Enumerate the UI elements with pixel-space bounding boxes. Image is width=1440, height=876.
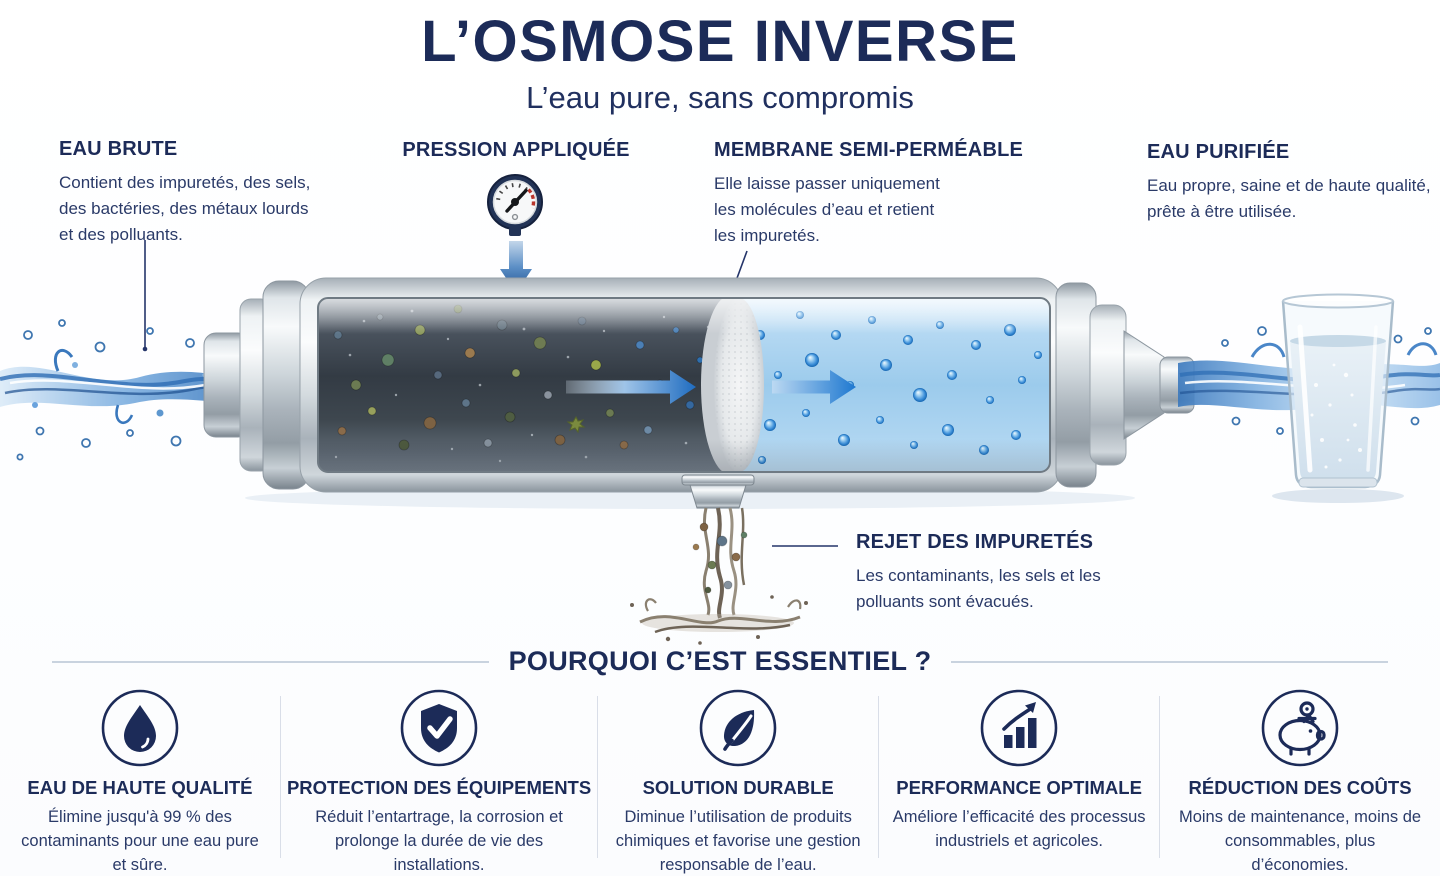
filter-illustration [0, 240, 1440, 645]
speckles [334, 309, 710, 463]
page-title: L’OSMOSE INVERSE [421, 9, 1019, 74]
callout-pression-title: PRESSION APPLIQUÉE [402, 139, 630, 161]
flow-arrow-clean [772, 370, 856, 404]
why-section-header: POURQUOI C’EST ESSENTIEL ? [0, 646, 1440, 677]
benefit-desc: Diminue l’utilisation de produits chimiq… [615, 808, 861, 874]
callout-membrane: MEMBRANE SEMI-PERMÉABLE Elle laisse pass… [714, 139, 1024, 248]
growth-chart-icon [980, 689, 1058, 767]
callout-eau-brute-title: EAU BRUTE [59, 138, 178, 160]
benefits-row: EAU DE HAUTE QUALITÉ Élimine jusqu'à 99 … [0, 684, 1440, 876]
benefit-title: SOLUTION DURABLE [642, 777, 834, 798]
benefit-divider [878, 696, 880, 858]
raw-water-splash [0, 319, 253, 461]
callout-eau-brute-desc: Contient des impuretés, des sels, des ba… [59, 173, 311, 244]
callout-eau-purifiee: EAU PURIFIÉE Eau propre, saine et de hau… [1147, 141, 1440, 225]
benefit-title: EAU DE HAUTE QUALITÉ [27, 777, 253, 798]
callout-pression: PRESSION APPLIQUÉE [398, 139, 634, 162]
leaf-icon [699, 689, 777, 767]
header: L’OSMOSE INVERSE L’eau pure, sans compro… [0, 8, 1440, 116]
why-heading: POURQUOI C’EST ESSENTIEL ? [508, 646, 932, 676]
dirty-chamber [318, 298, 742, 472]
microbe-particle [566, 415, 586, 434]
callout-rejet-title: REJET DES IMPURETÉS [856, 531, 1094, 553]
inlet-stub [203, 332, 251, 438]
waste-water-stream [630, 507, 808, 645]
outlet-stub [1159, 356, 1195, 414]
benefit-divider [279, 696, 281, 858]
callout-rejet-desc: Les contaminants, les sels et les pollua… [856, 566, 1101, 611]
clean-chamber [742, 298, 1050, 472]
benefit-reduction-couts: RÉDUCTION DES COÛTS Moins de maintenance… [1160, 684, 1440, 876]
right-cap-cone [1123, 330, 1165, 440]
drain-spout [681, 474, 755, 509]
benefit-protection-equipements: PROTECTION DES ÉQUIPEMENTS Réduit l’enta… [281, 684, 597, 876]
callout-rejet: REJET DES IMPURETÉS Les contaminants, le… [856, 531, 1126, 615]
callout-eau-brute: EAU BRUTE Contient des impuretés, des se… [59, 138, 311, 247]
glass-bubbles [1310, 363, 1362, 469]
left-cap-ring-outer [262, 280, 310, 490]
divider-line-right [951, 660, 1389, 663]
filter-housing [299, 277, 1063, 493]
benefit-title: PERFORMANCE OPTIMALE [896, 777, 1142, 798]
membrane-disc [714, 298, 764, 472]
benefit-desc: Améliore l’efficacité des processus indu… [892, 808, 1146, 850]
clean-water-droplets [755, 311, 1042, 464]
callout-eau-purifiee-title: EAU PURIFIÉE [1147, 141, 1290, 163]
flow-arrow-dirty [566, 370, 696, 404]
page-subtitle: L’eau pure, sans compromis [526, 80, 914, 115]
callout-eau-purifiee-desc: Eau propre, saine et de haute qualité, p… [1147, 176, 1431, 221]
callout-membrane-title: MEMBRANE SEMI-PERMÉABLE [714, 139, 1024, 161]
pressure-arrow [500, 241, 532, 293]
benefit-desc: Moins de maintenance, moins de consommab… [1178, 808, 1422, 874]
benefit-title: PROTECTION DES ÉQUIPEMENTS [286, 777, 592, 798]
right-cap-ring-outer [1055, 282, 1097, 488]
benefit-divider [597, 696, 599, 858]
benefit-performance-optimale: PERFORMANCE OPTIMALE Améliore l’efficaci… [879, 684, 1159, 876]
left-cap-ring-inner [239, 298, 273, 472]
shield-check-icon [400, 689, 478, 767]
membrane-edge [701, 298, 757, 472]
leader-lines [144, 240, 838, 547]
purified-water-stream [1178, 326, 1440, 435]
contaminant-particles [333, 304, 704, 451]
benefit-title: RÉDUCTION DES COÛTS [1188, 777, 1412, 798]
benefit-eau-de-haute-qualite: EAU DE HAUTE QUALITÉ Élimine jusqu'à 99 … [0, 684, 280, 876]
glass-shadow [1272, 489, 1404, 503]
benefit-divider [1159, 696, 1161, 858]
filter-window [318, 298, 1050, 472]
benefit-desc: Élimine jusqu'à 99 % des contaminants po… [21, 808, 259, 874]
benefit-desc: Réduit l’entartrage, la corrosion et pro… [315, 808, 563, 874]
divider-line-left [52, 660, 489, 663]
piggy-bank-icon [1261, 689, 1339, 767]
callout-membrane-desc: Elle laisse passer uniquement les molécu… [714, 174, 940, 245]
unit-shadow [245, 487, 1135, 509]
leader-membrane [704, 250, 748, 329]
benefit-solution-durable: SOLUTION DURABLE Diminue l’utilisation d… [598, 684, 878, 876]
pressure-gauge-icon [487, 174, 543, 236]
right-cap-ring-inner [1089, 304, 1127, 466]
water-drop-icon [101, 689, 179, 767]
water-glass [1281, 293, 1395, 489]
